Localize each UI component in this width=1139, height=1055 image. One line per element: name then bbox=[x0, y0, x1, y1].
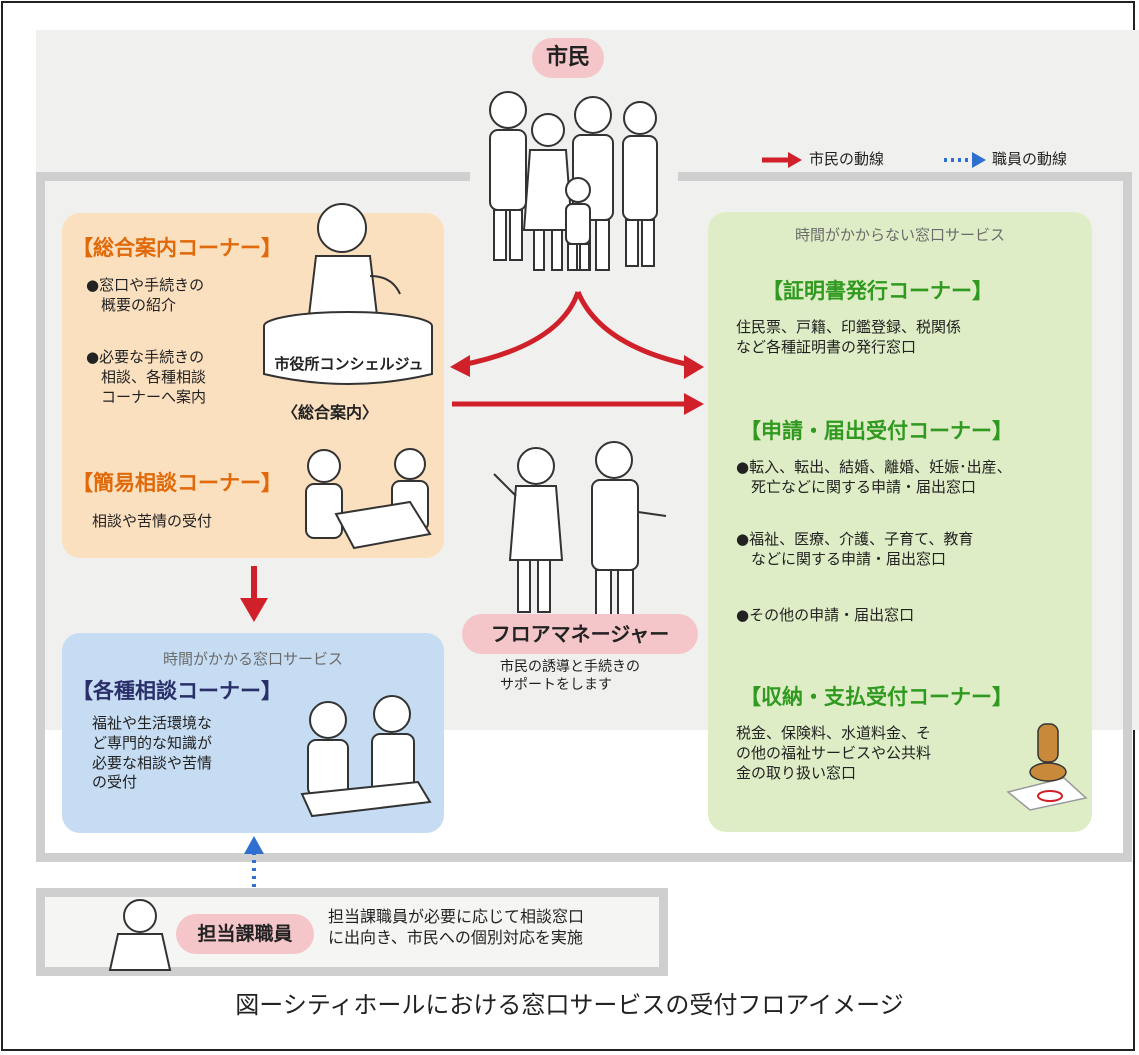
app-corner-item3: ●その他の申請・届出窓口 bbox=[736, 606, 915, 624]
general-info-item2: ●必要な手続きの 相談、各種相談 コーナーへ案内 bbox=[86, 348, 207, 406]
app-corner-item1: ●転入、転出、結婚、離婚、妊娠･出産、 死亡などに関する申請・届出窓口 bbox=[736, 458, 1012, 496]
general-info-title: 【総合案内コーナー】 bbox=[72, 236, 282, 260]
consultation-illustration bbox=[300, 695, 432, 818]
general-info-zone bbox=[62, 213, 444, 558]
concierge-desk-label: 市役所コンシェルジュ bbox=[274, 355, 424, 373]
app-corner-title: 【申請・届出受付コーナー】 bbox=[740, 419, 1013, 443]
staff-illustration bbox=[108, 899, 172, 971]
quick-service-zone bbox=[708, 212, 1092, 832]
citizens-illustration bbox=[489, 91, 658, 271]
concierge-illustration bbox=[306, 203, 401, 325]
floor-manager-pill: フロアマネージャー bbox=[462, 614, 698, 654]
concierge-desk-caption: 〈総合案内〉 bbox=[282, 403, 379, 422]
general-info-item1: ●窓口や手続きの 概要の紹介 bbox=[86, 276, 205, 314]
simple-consult-illustration bbox=[305, 448, 432, 550]
cert-corner-desc: 住民票、戸籍、印鑑登録、税関係 など各種証明書の発行窓口 bbox=[736, 318, 962, 356]
simple-consult-title: 【簡易相談コーナー】 bbox=[72, 471, 282, 495]
legend-citizen-label: 市民の動線 bbox=[809, 150, 885, 168]
concierge-desk bbox=[263, 311, 433, 385]
floor-manager-desc: 市民の誘導と手続きの サポートをします bbox=[500, 659, 640, 694]
pay-corner-title: 【収納・支払受付コーナー】 bbox=[740, 685, 1013, 709]
quick-service-header: 時間がかからない窓口サービス bbox=[794, 226, 1005, 244]
staff-desc: 担当課職員が必要に応じて相談窓口 に出向き、市民への個別対応を実施 bbox=[328, 907, 585, 948]
simple-consult-desc: 相談や苦情の受付 bbox=[92, 512, 213, 530]
long-service-header: 時間がかかる窓口サービス bbox=[162, 650, 343, 668]
long-service-title: 【各種相談コーナー】 bbox=[72, 679, 282, 703]
floor-manager-illustration bbox=[493, 441, 667, 617]
staff-pill: 担当課職員 bbox=[176, 914, 314, 954]
figure-caption: 図ーシティホールにおける窓口サービスの受付フロアイメージ bbox=[235, 991, 904, 1019]
cert-corner-title: 【証明書発行コーナー】 bbox=[762, 279, 993, 303]
pay-corner-desc: 税金、保険料、水道料金、そ の他の福祉サービスや公共料 金の取り扱い窓口 bbox=[736, 724, 932, 782]
citizens-pill: 市民 bbox=[532, 38, 604, 78]
long-service-desc: 福祉や生活環境な ど専門的な知識が 必要な相談や苦情 の受付 bbox=[92, 714, 213, 792]
app-corner-item2: ●福祉、医療、介護、子育て、教育 などに関する申請・届出窓口 bbox=[736, 530, 974, 568]
legend-staff-label: 職員の動線 bbox=[992, 150, 1068, 168]
stamp-icon bbox=[1006, 723, 1088, 811]
